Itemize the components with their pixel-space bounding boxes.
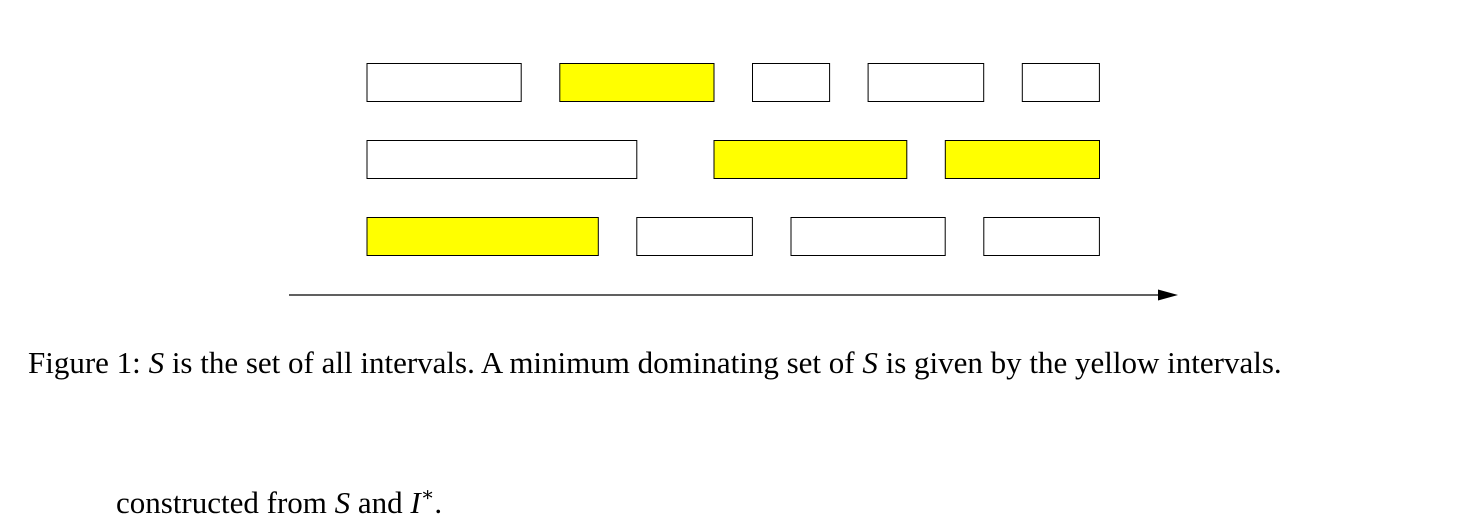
body-symbol-star: ∗ [420,484,435,506]
interval-row2-1 [366,140,638,179]
interval-rows [366,63,1100,256]
interval-row3-2 [636,217,753,256]
interval-row3-4 [983,217,1100,256]
interval-row1-4 [867,63,985,102]
interval-row1-2-selected [559,63,715,102]
caption-symbol-s: S [148,345,165,380]
body-text-1: constructed from [116,485,335,520]
interval-figure [289,63,1178,301]
figure-caption: Figure 1: S is the set of all intervals.… [28,340,1438,385]
body-text-end: . [434,485,443,520]
interval-row2-2-selected [713,140,908,179]
body-symbol-s: S [334,485,351,520]
caption-text-1: is the set of all intervals. A minimum d… [164,345,863,380]
interval-row1-5 [1021,63,1100,102]
interval-row2-3-selected [944,140,1100,179]
interval-row3-1-selected [366,217,599,256]
axis-arrowhead [1158,289,1178,301]
interval-row1-3 [752,63,831,102]
caption-prefix: Figure 1: [28,345,149,380]
caption-text-2: is given by the yellow intervals. [877,345,1282,380]
body-text-2: and [350,485,411,520]
body-symbol-i: I [410,485,421,520]
caption-symbol-s-2: S [862,345,878,380]
body-text: constructed from S and I∗. [116,480,442,525]
interval-row3-3 [790,217,946,256]
interval-row1-1 [366,63,522,102]
